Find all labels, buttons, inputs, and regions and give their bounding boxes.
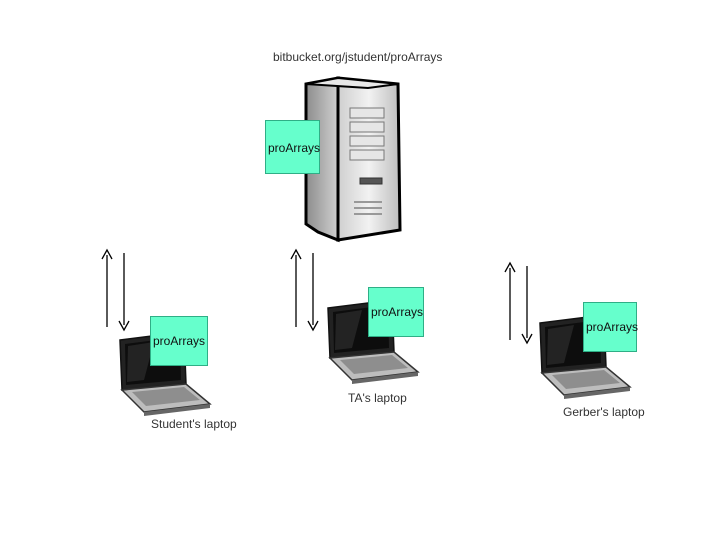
student-laptop-label: Student's laptop bbox=[151, 417, 237, 431]
server-repo-box: proArrays bbox=[265, 120, 320, 174]
sync-arrows-ta bbox=[290, 248, 319, 332]
sync-arrows-gerber bbox=[504, 261, 533, 345]
sync-arrows-student bbox=[101, 248, 130, 332]
ta-laptop-label: TA's laptop bbox=[348, 391, 407, 405]
server-url-label: bitbucket.org/jstudent/proArrays bbox=[273, 50, 443, 64]
gerber-laptop-label: Gerber's laptop bbox=[563, 405, 645, 419]
gerber-repo-box: proArrays bbox=[583, 302, 638, 352]
ta-repo-box: proArrays bbox=[368, 287, 424, 337]
student-repo-box: proArrays bbox=[150, 316, 208, 366]
server-tower-icon bbox=[304, 76, 402, 243]
